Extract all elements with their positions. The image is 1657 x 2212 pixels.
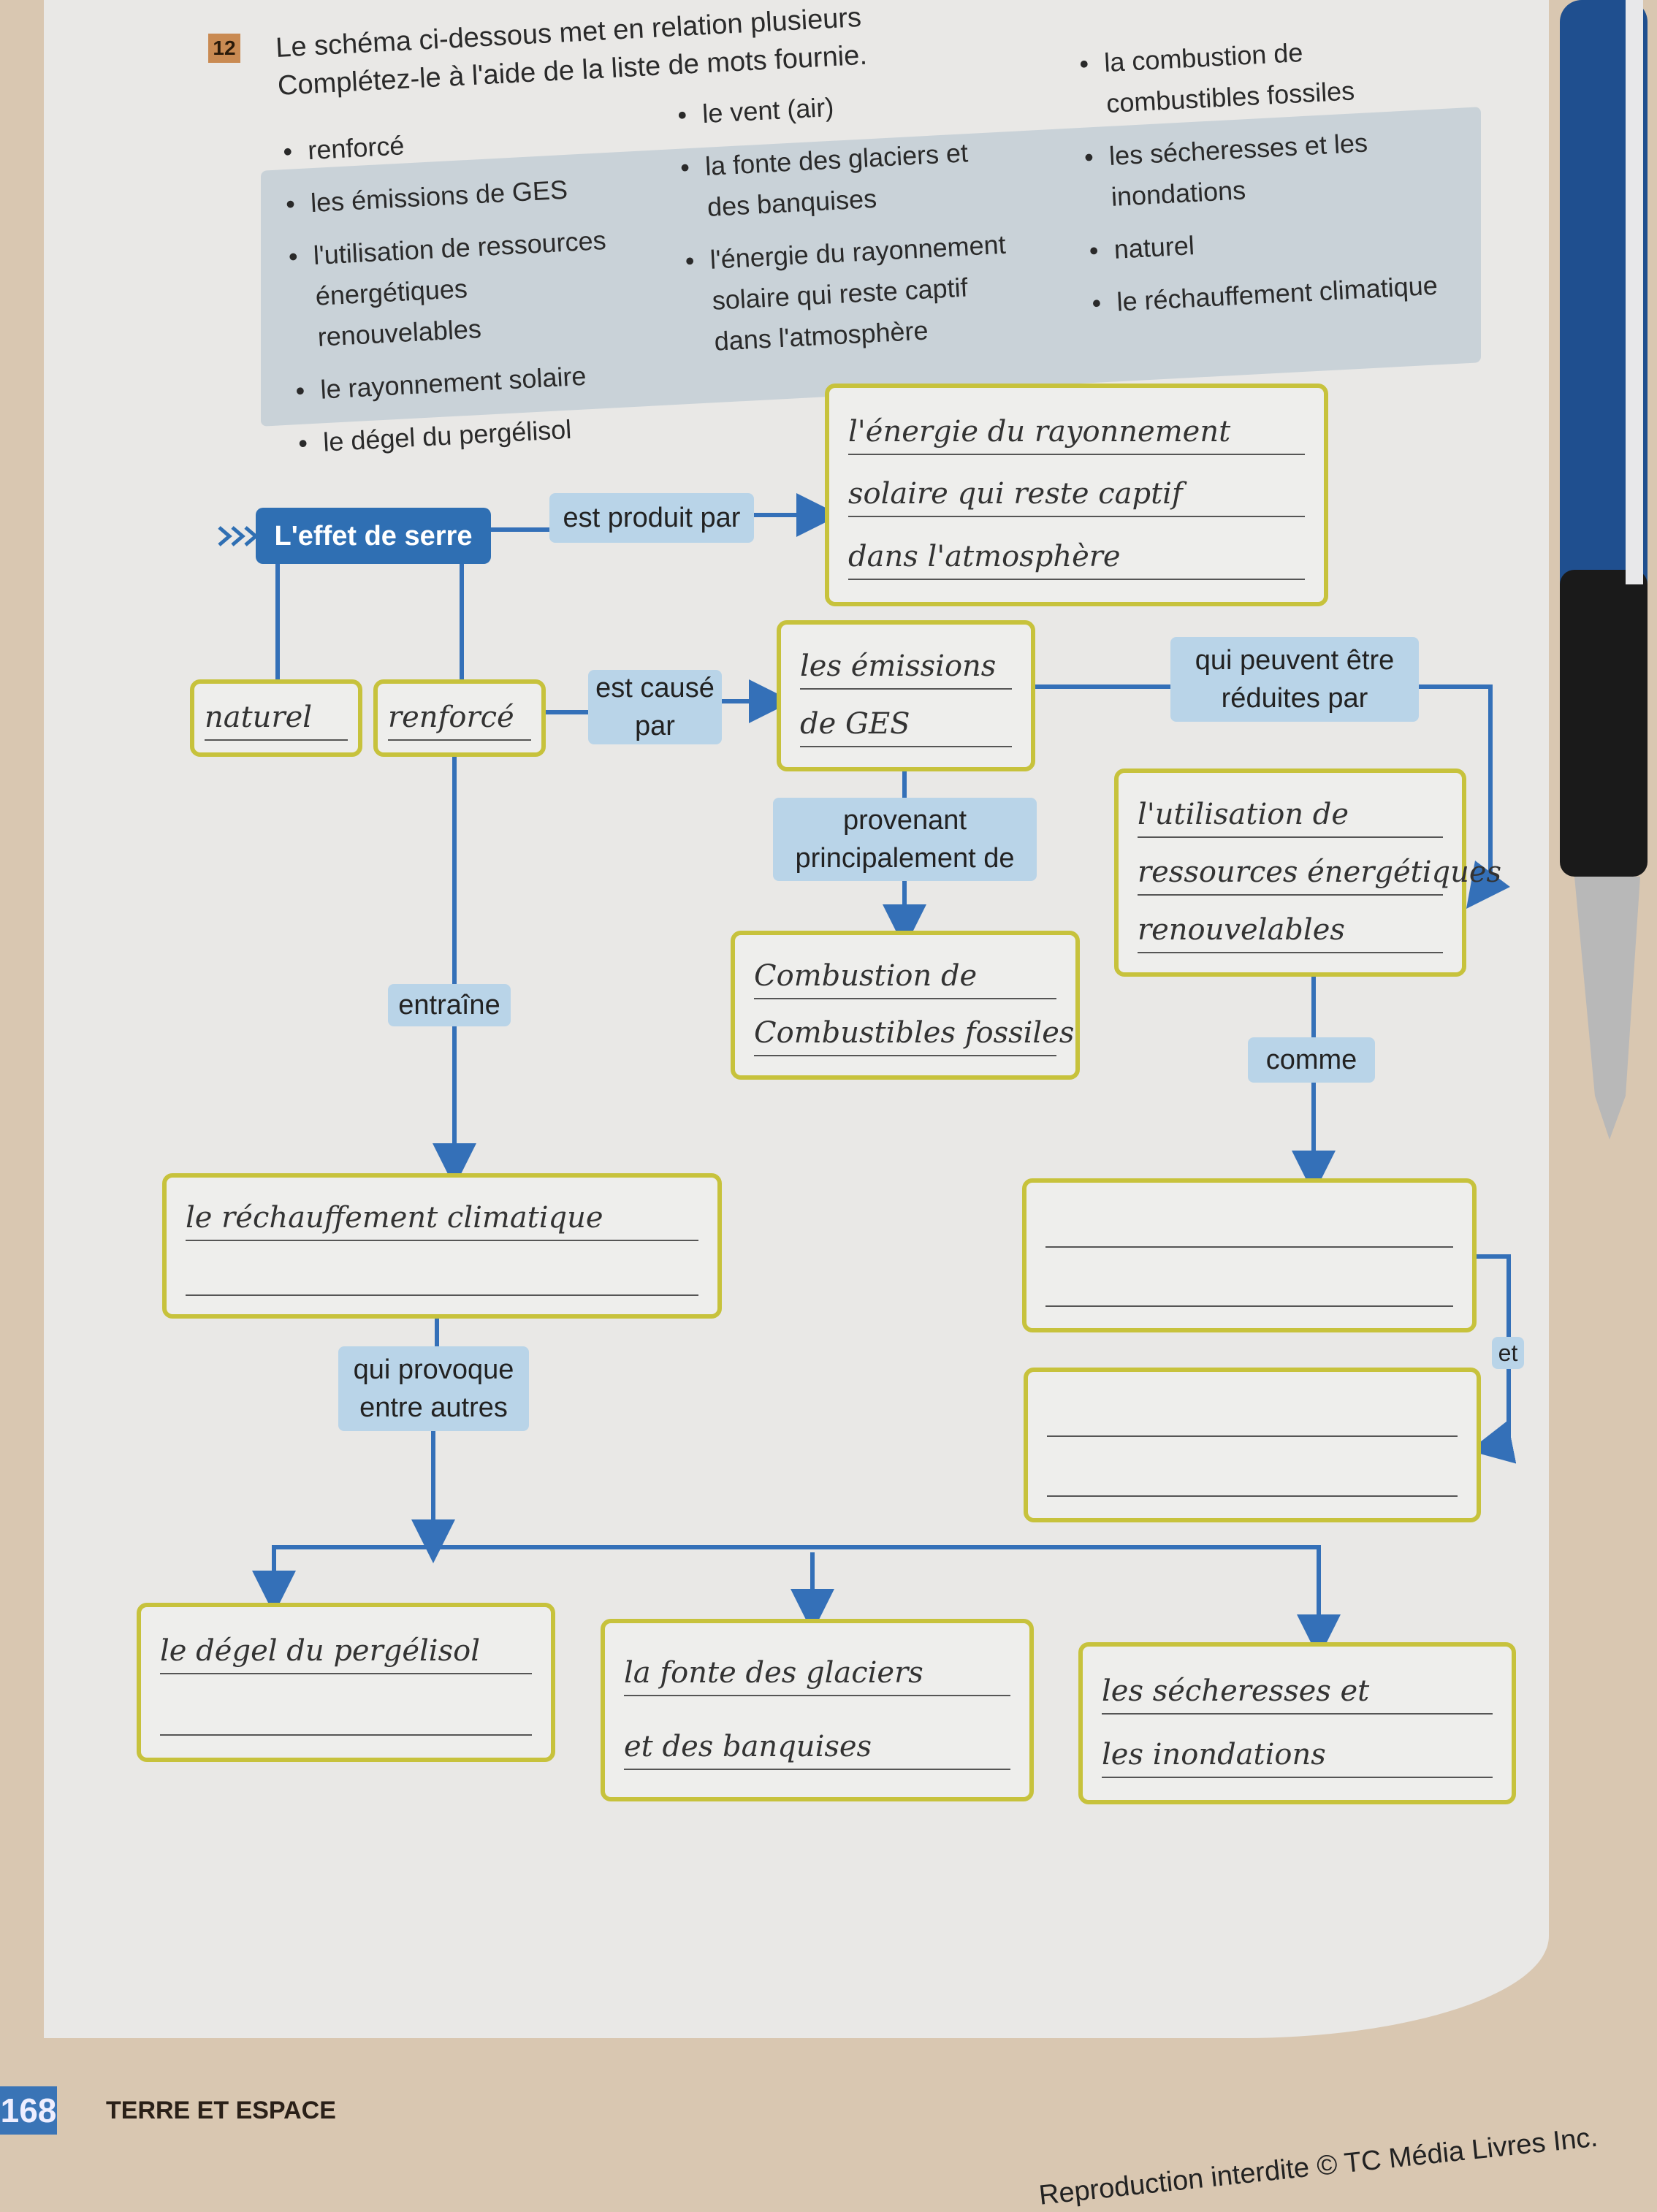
answer-box-type-enhanced[interactable]: renforcé [373, 679, 546, 757]
link-produced-by: est produit par [549, 493, 754, 543]
answer-line[interactable] [1045, 1263, 1453, 1308]
pen-icon [1560, 0, 1648, 1140]
answer-line[interactable] [1045, 1204, 1453, 1248]
answer-line[interactable] [1047, 1393, 1458, 1437]
answer-line[interactable]: et des banquises [624, 1725, 1010, 1770]
answer-line[interactable]: de GES [800, 702, 1012, 748]
start-label-effet-de-serre: L'effet de serre [256, 508, 491, 564]
answer-box-such-as-2[interactable] [1024, 1368, 1481, 1522]
answer-line[interactable]: Combustion de [754, 954, 1056, 999]
exercise-number: 12 [208, 34, 240, 63]
answer-box-effect-2[interactable]: la fonte des glaciers et des banquises [601, 1619, 1034, 1801]
link-such-as: comme [1248, 1037, 1375, 1083]
answer-box-caused-by[interactable]: les émissions de GES [777, 620, 1035, 771]
link-leads-to: entraîne [388, 984, 511, 1026]
answer-box-reduced-by[interactable]: l'utilisation de ressources énergétiques… [1114, 769, 1501, 977]
answer-box-leads-to[interactable]: le réchauffement climatique [162, 1173, 722, 1319]
answer-line[interactable]: les sécheresses et [1102, 1669, 1493, 1715]
answer-line[interactable]: la fonte des glaciers [624, 1651, 1010, 1696]
answer-line[interactable]: le réchauffement climatique [186, 1196, 698, 1242]
answer-box-effect-1[interactable]: le dégel du pergélisol [137, 1603, 555, 1762]
answer-line[interactable]: ressources énergétiques [1138, 850, 1501, 896]
answer-box-produced-by[interactable]: l'énergie du rayonnement solaire qui res… [825, 384, 1328, 606]
answer-box-type-natural[interactable]: naturel [190, 679, 362, 757]
answer-line[interactable]: naturel [205, 695, 348, 741]
answer-line[interactable] [1047, 1453, 1458, 1497]
answer-box-from-mainly[interactable]: Combustion de Combustibles fossiles [731, 931, 1080, 1080]
link-causes: qui provoque entre autres [338, 1346, 529, 1431]
answer-line[interactable]: l'utilisation de [1138, 793, 1443, 838]
answer-line[interactable]: renouvelables [1138, 908, 1443, 953]
answer-line[interactable] [160, 1692, 532, 1736]
answer-box-such-as-1[interactable] [1022, 1178, 1477, 1332]
link-from-mainly: provenant principalement de [773, 798, 1037, 881]
answer-line[interactable]: le dégel du pergélisol [160, 1629, 532, 1674]
link-and: et [1492, 1337, 1524, 1369]
answer-line[interactable]: les émissions [800, 644, 1012, 690]
answer-line[interactable] [186, 1252, 698, 1296]
answer-box-effect-3[interactable]: les sécheresses et les inondations [1078, 1642, 1516, 1804]
link-reduced-by: qui peuvent être réduites par [1170, 637, 1419, 722]
section-title: TERRE ET ESPACE [106, 2097, 336, 2124]
answer-line[interactable]: solaire qui reste captif [848, 472, 1305, 518]
answer-line[interactable]: dans l'atmosphère [848, 535, 1305, 581]
answer-line[interactable]: renforcé [388, 695, 531, 741]
answer-line[interactable]: l'énergie du rayonnement [848, 410, 1305, 455]
link-caused-by: est causé par [588, 670, 722, 744]
answer-line[interactable]: Combustibles fossiles [754, 1011, 1074, 1056]
page-number: 168 [0, 2086, 57, 2135]
answer-line[interactable]: les inondations [1102, 1733, 1493, 1778]
